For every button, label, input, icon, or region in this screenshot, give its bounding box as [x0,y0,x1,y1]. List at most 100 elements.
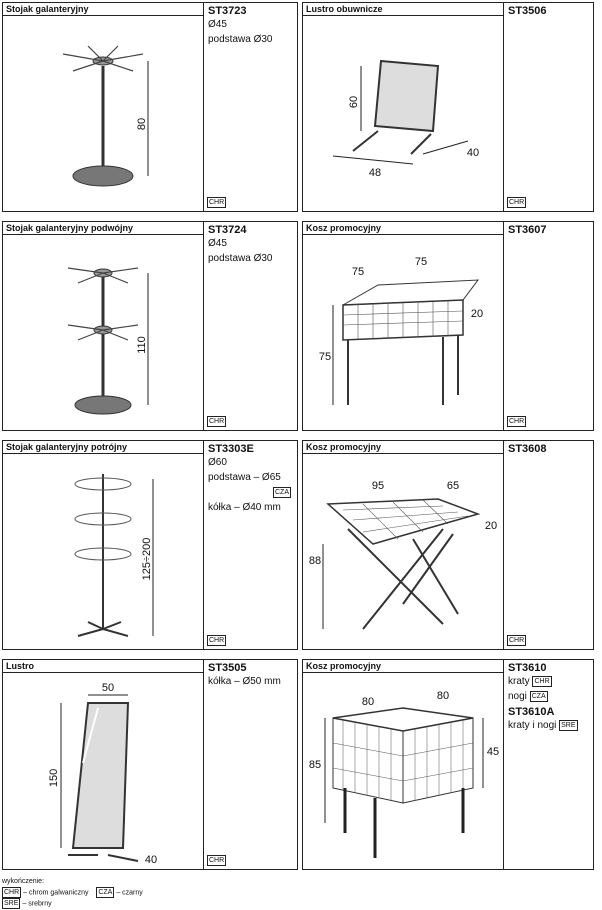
product-card-st3724: Stojak galanteryjny podwójny 110 ST3724 … [2,221,298,431]
finish-badge: CHR [507,416,527,427]
folding-basket-drawing: 95 65 20 88 [309,480,497,630]
spec-line: podstawa Ø30 [208,34,273,45]
product-title: Stojak galanteryjny [3,3,203,16]
product-code: ST3607 [508,224,547,236]
legend-text: – chrom galwaniczny [23,889,89,897]
spec-label: nogi [508,691,527,702]
dim-height: 60 [348,96,360,108]
product-code-variant: ST3610A [508,706,555,718]
finish-badge: CHR [532,675,552,687]
product-code: ST3608 [508,443,547,455]
product-code: ST3610 [508,662,547,674]
legend-heading: wykończenie: [2,878,45,885]
finish-badge: CHR [207,197,227,208]
dim-basket-height: 45 [487,746,499,758]
spec-line: Ø45 [208,238,227,249]
dim-width: 48 [369,167,381,179]
product-image: 75 75 20 75 [303,235,503,430]
product-info: ST3303E Ø60 podstawa – Ø65 CZA kółka – Ø… [203,441,297,649]
product-card-st3506: Lustro obuwnicze 60 48 40 ST3506 CHR [302,2,594,212]
dim-length: 80 [362,696,374,708]
dim-depth: 40 [467,147,479,159]
finish-legend: wykończenie: CHR– chrom galwaniczny CZA–… [2,876,143,910]
product-title: Lustro obuwnicze [303,3,503,16]
product-code: ST3303E [208,443,254,455]
product-title: Stojak galanteryjny podwójny [3,222,203,235]
product-card-st3505: Lustro 50 150 40 ST3505 kółka – Ø50 mm C… [2,659,298,870]
product-title: Stojak galanteryjny potrójny [3,441,203,454]
finish-badge: CHR [207,635,227,646]
product-title: Kosz promocyjny [303,660,503,673]
dim-height: 110 [136,336,148,354]
dim-height: 85 [309,759,321,771]
dump-basket-drawing: 80 80 85 45 [309,690,499,858]
spec-line: kółka – Ø50 mm [208,676,281,687]
double-stand-drawing: 110 [67,267,149,415]
finish-badge: CZA [529,690,548,702]
spec-line: kółka – Ø40 mm [208,502,281,513]
product-info: ST3723 Ø45 podstawa Ø30 CHR [203,3,297,211]
dim-height: 125÷200 [141,538,153,581]
product-code: ST3723 [208,5,247,17]
product-image: 95 65 20 88 [303,454,503,649]
shoe-mirror-drawing: 60 48 40 [332,59,479,179]
product-card-st3610: Kosz promocyjny 80 80 85 45 S [302,659,594,870]
promo-basket-drawing: 75 75 20 75 [319,256,483,405]
finish-badge: CHR [507,197,527,208]
legend-text: – srebrny [22,900,52,908]
product-title: Kosz promocyjny [303,441,503,454]
dim-width: 80 [437,690,449,702]
finish-badge: CHR [207,855,227,866]
finish-badge-base: CZA [273,486,291,498]
product-image: 110 [3,235,203,430]
dim-height: 88 [309,555,321,567]
product-card-st3608: Kosz promocyjny 95 65 20 88 ST3608 CHR [302,440,594,650]
product-code: ST3724 [208,224,247,236]
legend-text: – czarny [116,889,143,897]
spec-row: nogi CZA [508,690,593,704]
dim-height: 150 [48,769,60,787]
spec-line: podstawa – Ø65 [208,472,281,483]
product-info: ST3607 CHR [503,222,593,430]
dim-height: 80 [136,118,148,130]
product-code: ST3506 [508,5,547,17]
spec-label: kraty [508,676,530,687]
product-info: ST3724 Ø45 podstawa Ø30 CHR [203,222,297,430]
product-code: ST3505 [208,662,247,674]
product-info: ST3610 kraty CHR nogi CZA ST3610A kraty … [503,660,593,869]
dim-width-top: 75 [352,266,364,278]
triple-stand-drawing: 125÷200 [74,474,154,637]
product-title: Lustro [3,660,203,673]
product-info: ST3506 CHR [503,3,593,211]
spec-label: kraty i nogi [508,720,557,731]
product-card-st3303e: Stojak galanteryjny potrójny 125÷200 ST3… [2,440,298,650]
product-image: 80 [3,16,203,211]
mirror-drawing: 50 150 40 [48,682,157,866]
dim-basket-height: 20 [471,308,483,320]
finish-badge: CHR [507,635,527,646]
spec-line: Ø45 [208,19,227,30]
product-info: ST3608 CHR [503,441,593,649]
spec-row: kraty CHR [508,675,593,689]
finish-badge: CHR [207,416,227,427]
rotating-stand-drawing: 80 [62,45,149,187]
product-image: 60 48 40 [303,16,503,211]
spec-line: podstawa Ø30 [208,253,273,264]
product-title: Kosz promocyjny [303,222,503,235]
dim-length-top: 75 [415,256,427,268]
product-card-st3723: Stojak galanteryjny 80 ST3723 Ø45 podsta… [2,2,298,212]
legend-badge: SRE [2,898,21,910]
dim-width: 50 [102,682,114,694]
spec-line: Ø60 [208,457,227,468]
dim-height: 75 [319,351,331,363]
dim-basket-height: 20 [485,520,497,532]
product-image: 50 150 40 [3,673,203,869]
product-info: ST3505 kółka – Ø50 mm CHR [203,660,297,869]
legend-badge: CHR [2,887,22,898]
dim-width: 65 [447,480,459,492]
spec-row: kraty i nogi SRE [508,719,593,733]
product-image: 125÷200 [3,454,203,649]
dim-depth: 40 [145,854,157,866]
product-image: 80 80 85 45 [303,673,503,869]
finish-badge: SRE [559,719,578,731]
